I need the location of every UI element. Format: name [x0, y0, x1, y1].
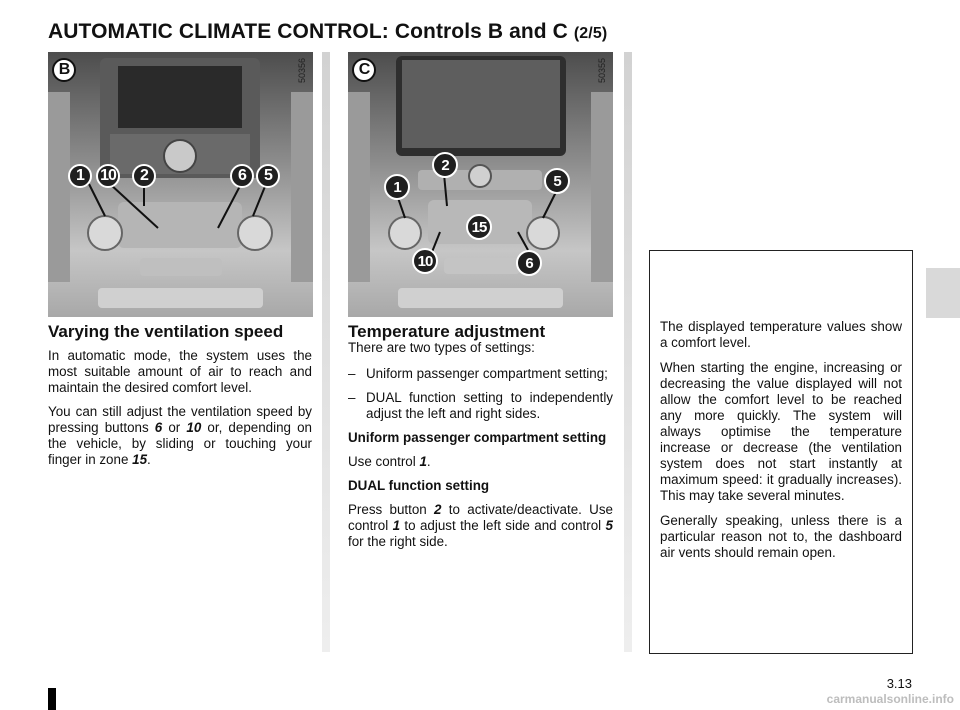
- note-p1: The displayed temperature values show a …: [660, 319, 902, 350]
- temperature-heading: Temperature adjustment: [348, 322, 546, 341]
- figure-b-photo: B 50356 1 10 2 6 5: [48, 52, 313, 317]
- note-box: The displayed temperature values show a …: [649, 250, 913, 654]
- figure-c-letter: C: [352, 58, 376, 82]
- column-divider-right: [624, 52, 632, 652]
- uniform-text: Use control 1.: [348, 454, 431, 469]
- ventilation-heading: Varying the ventilation speed: [48, 322, 284, 341]
- page-number: 3.13: [886, 676, 912, 691]
- callout-1: 1: [384, 174, 410, 200]
- figure-c-illustration: [348, 56, 613, 308]
- callout-10: 10: [96, 164, 120, 188]
- temperature-section: Temperature adjustment There are two typ…: [348, 322, 613, 558]
- ventilation-section: Varying the ventilation speed In automat…: [48, 322, 312, 476]
- title-part: (2/5): [573, 25, 608, 42]
- note-p3: Generally speaking, unless there is a pa…: [660, 513, 902, 560]
- section-tab: [926, 268, 960, 318]
- list-item: –Uniform passenger compartment setting;: [348, 366, 608, 381]
- watermark: carmanualsonline.info: [826, 692, 954, 706]
- callout-2: 2: [132, 164, 156, 188]
- callout-1: 1: [68, 164, 92, 188]
- callout-6: 6: [516, 250, 542, 276]
- figure-c-code: 50355: [597, 58, 607, 84]
- figure-b-letter: B: [52, 58, 76, 82]
- corner-mark: [48, 688, 56, 710]
- title-text: AUTOMATIC CLIMATE CONTROL: Controls B an…: [48, 20, 568, 43]
- callout-2: 2: [432, 152, 458, 178]
- callout-15: 15: [466, 214, 492, 240]
- dual-heading: DUAL function setting: [348, 478, 490, 493]
- figure-b-code: 50356: [297, 58, 307, 84]
- uniform-heading: Uniform passenger compartment setting: [348, 430, 607, 445]
- column-divider-left: [322, 52, 330, 652]
- page-title: AUTOMATIC CLIMATE CONTROL: Controls B an…: [48, 20, 607, 44]
- dual-text: Press button 2 to activate/deactivate. U…: [348, 502, 613, 549]
- list-item: –DUAL function setting to independently …: [348, 390, 613, 421]
- ventilation-p1: In automatic mode, the system uses the m…: [48, 348, 312, 395]
- callout-5: 5: [256, 164, 280, 188]
- figure-c-photo: C 50355 2 1 5 15 10 6: [348, 52, 613, 317]
- callout-5: 5: [544, 168, 570, 194]
- figure-b-illustration: [48, 58, 313, 308]
- callout-10: 10: [412, 248, 438, 274]
- ventilation-p2: You can still adjust the ventilation spe…: [48, 404, 312, 467]
- note-p2: When starting the engine, increasing or …: [660, 360, 902, 503]
- temperature-intro: There are two types of settings:: [348, 340, 535, 355]
- callout-6: 6: [230, 164, 254, 188]
